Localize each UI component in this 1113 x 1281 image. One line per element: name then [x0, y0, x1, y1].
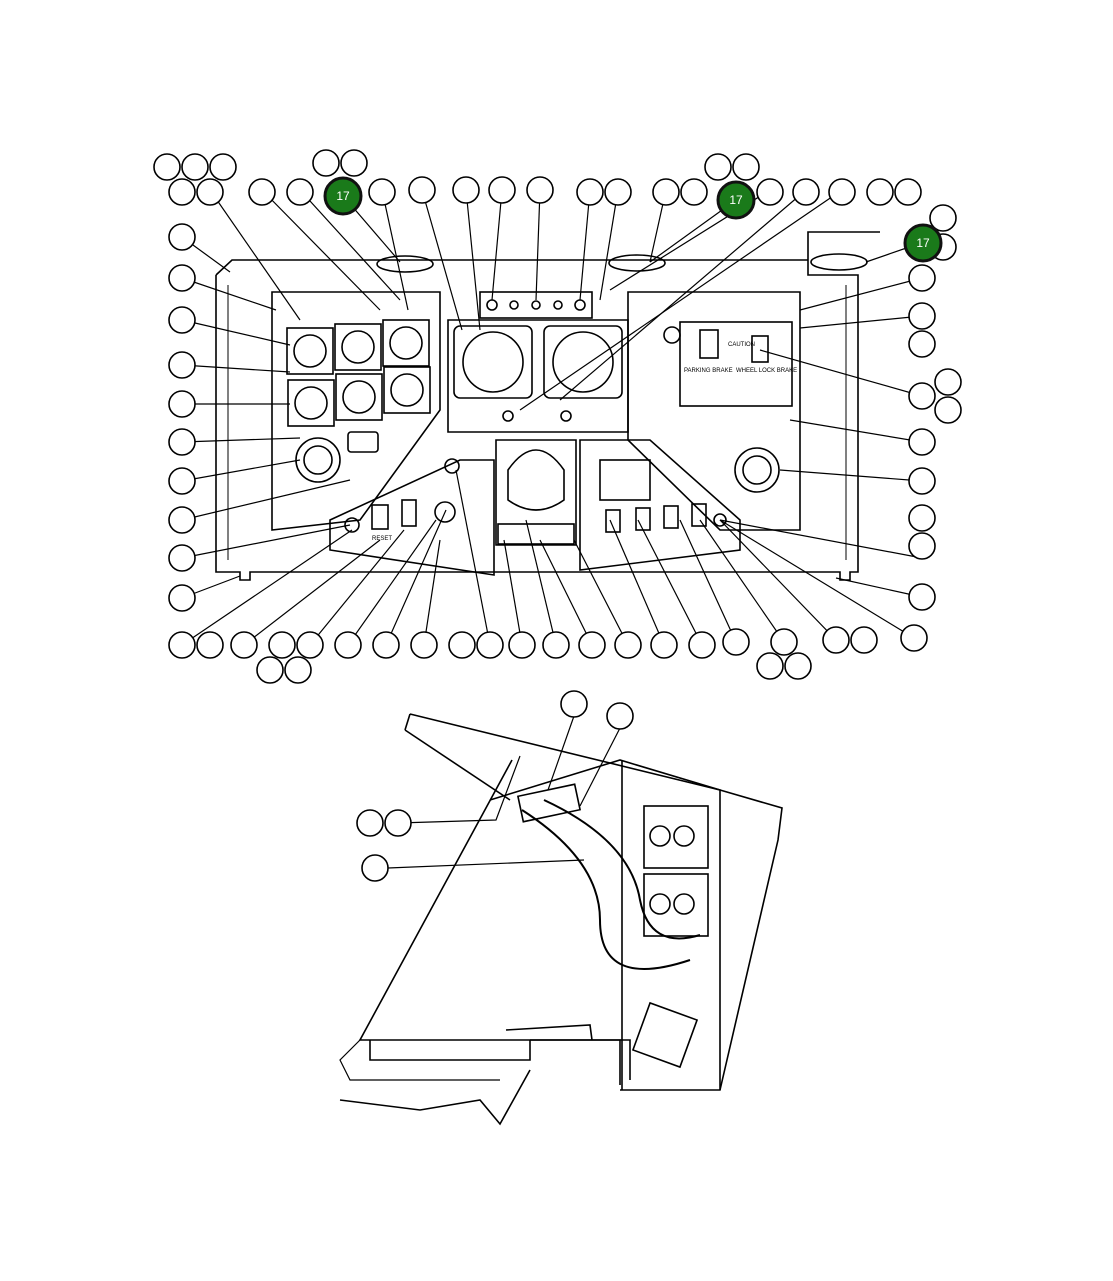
caution-label: CAUTION [728, 342, 755, 348]
gasket-center [608, 254, 666, 272]
lower-left-control-strip [329, 459, 495, 576]
leader-lines-bottom [387, 715, 621, 869]
control-panel-front-view [215, 231, 880, 581]
callout-17-b-label: 17 [729, 193, 743, 207]
callout-circles-top [153, 149, 962, 684]
side-junction-box [631, 1001, 699, 1069]
left-receptacle-panel [271, 291, 441, 531]
hose-clamp [516, 783, 582, 823]
reset-switch [371, 504, 389, 530]
callout-17-c-circle [903, 223, 943, 263]
callout-circles-bottom [356, 690, 634, 882]
side-cutaway-view [339, 713, 783, 1126]
callout-17-a-label: 17 [336, 189, 350, 203]
wheel-lock-brake-label: WHEEL LOCK BRAKE [736, 368, 797, 374]
right-round-connector [734, 447, 780, 493]
reset-label: RESET [372, 536, 392, 542]
housing-top-edge [215, 259, 808, 276]
lower-right-control-strip [579, 439, 741, 571]
hose-assembly [521, 809, 691, 970]
panel-text-labels: RESET PARKING BRAKE WHEEL LOCK BRAKE CAU… [372, 342, 797, 542]
brake-switch-plate [679, 321, 793, 407]
side-connector-lower [643, 873, 709, 937]
right-brake-panel [627, 291, 801, 531]
center-connector-panel [447, 319, 629, 433]
callout-17-c-label: 17 [916, 236, 930, 250]
cover-outline [409, 713, 783, 1091]
receptacle-grid [286, 319, 431, 427]
leader-lines-top [181, 189, 923, 646]
gasket-left [376, 255, 434, 273]
left-round-connector [295, 437, 341, 483]
callout-17-b-circle [716, 180, 756, 220]
right-warning-plate [599, 459, 651, 501]
parking-brake-label: PARKING BRAKE [684, 368, 733, 374]
left-indicator [347, 431, 379, 453]
gasket-right [810, 253, 868, 271]
housing-outline [215, 231, 880, 581]
callout-17-a-circle [323, 176, 363, 216]
side-connector-upper [643, 805, 709, 869]
highlighted-callouts: 17 17 17 [323, 176, 943, 263]
